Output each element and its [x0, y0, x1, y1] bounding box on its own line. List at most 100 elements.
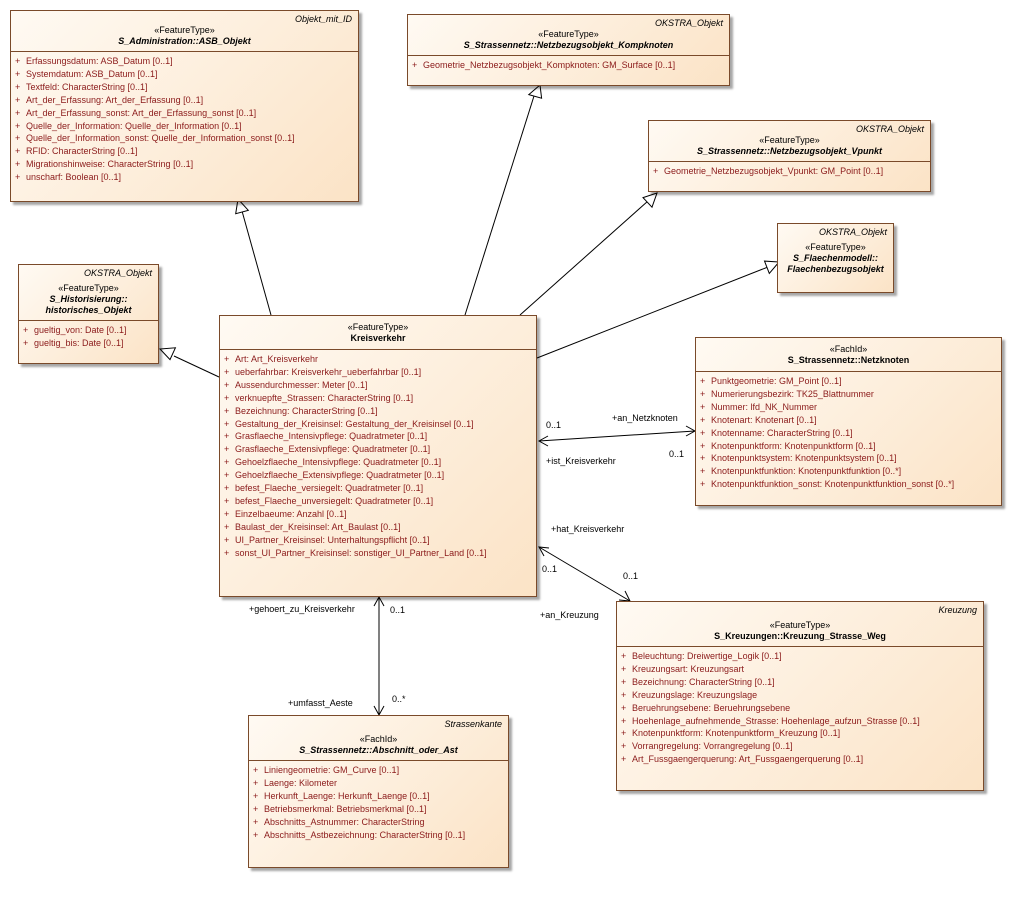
class-abschnitt-oder-ast[interactable]: Strassenkante «FachId» S_Strassennetz::A… — [248, 715, 509, 868]
attribute-row: +Grasflaeche_Intensivpflege: Quadratmete… — [224, 431, 428, 442]
attribute-row: +Quelle_der_Information: Quelle_der_Info… — [15, 120, 242, 131]
attribute-row: +Geometrie_Netzbezugsobjekt_Kompknoten: … — [412, 60, 676, 70]
parent-class-label: Kreuzung — [938, 605, 977, 615]
attribute-row: +Art_Fussgaengerquerung: Art_Fussgaenger… — [621, 754, 864, 765]
class-kreuzung-strasse-weg[interactable]: Kreuzung «FeatureType» S_Kreuzungen::Kre… — [616, 601, 984, 791]
parent-class-label: OKSTRA_Objekt — [855, 124, 924, 134]
attribute-row: +gueltig_von: Date [0..1] — [23, 325, 127, 335]
generalization-line-asb-objekt — [241, 210, 272, 316]
attribute-compartment: +Liniengeometrie: GM_Curve [0..1] +Laeng… — [249, 760, 508, 845]
association-arrowhead-netzknoten-source — [537, 435, 549, 447]
class-name: S_Kreuzungen::Kreuzung_Strasse_Weg — [714, 631, 886, 641]
class-flaechenbezugsobjekt[interactable]: OKSTRA_Objekt «FeatureType» S_Flaechenmo… — [777, 223, 894, 293]
role-label-umfasst-aeste: +umfasst_Aeste — [288, 698, 353, 708]
stereotype-label: «FeatureType» — [347, 322, 409, 332]
attribute-row: +Numerierungsbezirk: TK25_Blattnummer — [700, 388, 874, 399]
stereotype-label: «FeatureType» — [538, 29, 599, 39]
attribute-row: +Knotenart: Knotenart [0..1] — [700, 414, 817, 425]
class-name: S_Administration::ASB_Objekt — [118, 36, 251, 46]
role-label-ist-kreisverkehr: +ist_Kreisverkehr — [546, 456, 616, 466]
attribute-row: +Nummer: lfd_NK_Nummer — [700, 401, 818, 412]
role-label-an-netzknoten: +an_Netzknoten — [612, 413, 678, 423]
class-kreisverkehr[interactable]: «FeatureType» Kreisverkehr +Art: Art_Kre… — [219, 315, 537, 597]
attribute-row: +Betriebsmerkmal: Betriebsmerkmal [0..1] — [253, 803, 427, 814]
attribute-row: +Art_der_Erfassung: Art_der_Erfassung [0… — [15, 94, 204, 105]
attribute-row: +Art: Art_Kreisverkehr — [224, 354, 319, 364]
attribute-row: +Liniengeometrie: GM_Curve [0..1] — [253, 765, 400, 775]
stereotype-label: «FachId» — [829, 344, 868, 354]
generalization-arrowhead-historisch — [158, 347, 177, 361]
class-header: OKSTRA_Objekt «FeatureType» S_Flaechenmo… — [778, 224, 893, 279]
attribute-row: +Abschnitts_Astnummer: CharacterString — [253, 816, 425, 827]
class-name: S_Strassennetz::Netzknoten — [787, 355, 910, 365]
attribute-row: +Laenge: Kilometer — [253, 777, 338, 788]
generalization-line-vpunkt — [519, 200, 649, 316]
class-asb-objekt[interactable]: Objekt_mit_ID «FeatureType» S_Administra… — [10, 10, 359, 202]
class-netzbezugsobjekt-kompknoten[interactable]: OKSTRA_Objekt «FeatureType» S_Strassenne… — [407, 14, 730, 86]
class-netzknoten[interactable]: «FachId» S_Strassennetz::Netzknoten +Pun… — [695, 337, 1002, 506]
multiplicity-label-kreisverkehr-kreuzung-source: 0..1 — [542, 564, 558, 574]
attribute-row: +Migrationshinweise: CharacterString [0.… — [15, 159, 194, 170]
attribute-row: +Punktgeometrie: GM_Point [0..1] — [700, 376, 842, 386]
generalization-line-historisch — [173, 355, 220, 378]
attribute-row: +Quelle_der_Information_sonst: Quelle_de… — [15, 133, 295, 144]
class-header: «FeatureType» Kreisverkehr — [220, 316, 536, 349]
attribute-compartment: +Beleuchtung: Dreiwertige_Logik [0..1] +… — [617, 646, 983, 770]
class-name: S_Strassennetz::Abschnitt_oder_Ast — [299, 745, 458, 755]
class-name: S_Strassennetz::Netzbezugsobjekt_Vpunkt — [696, 146, 883, 156]
attribute-row: +Textfeld: CharacterString [0..1] — [15, 81, 148, 92]
attribute-row: +ueberfahrbar: Kreisverkehr_ueberfahrbar… — [224, 366, 422, 377]
attribute-compartment: +Art: Art_Kreisverkehr +ueberfahrbar: Kr… — [220, 349, 536, 564]
stereotype-label: «FeatureType» — [759, 135, 820, 145]
association-line-netzknoten — [538, 430, 696, 442]
association-line-kreuzung — [538, 546, 631, 602]
attribute-compartment: +gueltig_von: Date [0..1] +gueltig_bis: … — [19, 320, 158, 354]
attribute-row: +gueltig_bis: Date [0..1] — [23, 337, 124, 348]
attribute-compartment: +Punktgeometrie: GM_Point [0..1] +Numeri… — [696, 371, 1001, 495]
attribute-row: +Systemdatum: ASB_Datum [0..1] — [15, 68, 158, 79]
attribute-row: +Aussendurchmesser: Meter [0..1] — [224, 379, 368, 390]
class-header: Objekt_mit_ID «FeatureType» S_Administra… — [11, 11, 358, 51]
class-name: Kreisverkehr — [350, 333, 406, 343]
role-label-hat-kreisverkehr: +hat_Kreisverkehr — [551, 524, 625, 534]
stereotype-label: «FeatureType» — [154, 25, 215, 35]
generalization-arrowhead-vpunkt — [642, 192, 658, 209]
multiplicity-label-kreisverkehr-abschnitt-source: 0..1 — [390, 605, 406, 615]
attribute-row: +sonst_UI_Partner_Kreisinsel: sonstiger_… — [224, 547, 487, 558]
parent-class-label: OKSTRA_Objekt — [818, 227, 887, 237]
parent-class-label: Strassenkante — [444, 719, 502, 729]
generalization-line-kompknoten — [464, 95, 535, 316]
attribute-row: +Beruehrungsebene: Beruehrungsebene — [621, 702, 791, 713]
attribute-row: +Beleuchtung: Dreiwertige_Logik [0..1] — [621, 651, 782, 661]
attribute-row: +Knotenpunktfunktion: Knotenpunktfunktio… — [700, 466, 902, 477]
role-label-an-kreuzung: +an_Kreuzung — [540, 610, 599, 620]
multiplicity-label-kreisverkehr-abschnitt-target: 0..* — [392, 694, 406, 704]
attribute-row: +verknuepfte_Strassen: CharacterString [… — [224, 392, 414, 403]
attribute-row: +Kreuzungslage: Kreuzungslage — [621, 689, 758, 700]
class-header: «FachId» S_Strassennetz::Netzknoten — [696, 338, 1001, 371]
attribute-row: +Bezeichnung: CharacterString [0..1] — [621, 676, 775, 687]
attribute-row: +befest_Flaeche_unversiegelt: Quadratmet… — [224, 495, 434, 506]
multiplicity-label-kreisverkehr-netzknoten-target: 0..1 — [669, 449, 685, 459]
stereotype-label: «FachId» — [359, 734, 398, 744]
generalization-arrowhead-asb-objekt — [235, 197, 250, 215]
attribute-row: +befest_Flaeche_versiegelt: Quadratmeter… — [224, 483, 424, 494]
stereotype-label: «FeatureType» — [769, 620, 831, 630]
class-header: Strassenkante «FachId» S_Strassennetz::A… — [249, 716, 508, 760]
attribute-row: +Knotenpunktform: Knotenpunktform_Kreuzu… — [621, 728, 841, 739]
class-netzbezugsobjekt-vpunkt[interactable]: OKSTRA_Objekt «FeatureType» S_Strassenne… — [648, 120, 931, 192]
attribute-row: +Abschnitts_Astbezeichnung: CharacterStr… — [253, 829, 466, 840]
multiplicity-label-kreisverkehr-kreuzung-target: 0..1 — [623, 571, 639, 581]
attribute-row: +Vorrangregelung: Vorrangregelung [0..1] — [621, 741, 793, 752]
attribute-row: +Gestaltung_der_Kreisinsel: Gestaltung_d… — [224, 418, 474, 429]
generalization-line-flaechen — [536, 266, 769, 359]
multiplicity-label-kreisverkehr-netzknoten-source: 0..1 — [546, 420, 562, 430]
class-name-line-1: S_Flaechenmodell:: — [792, 253, 879, 263]
attribute-row: +Erfassungsdatum: ASB_Datum [0..1] — [15, 56, 173, 66]
attribute-row: +unscharf: Boolean [0..1] — [15, 172, 122, 183]
attribute-row: +Bezeichnung: CharacterString [0..1] — [224, 405, 378, 416]
attribute-row: +RFID: CharacterString [0..1] — [15, 146, 138, 157]
class-historisches-objekt[interactable]: OKSTRA_Objekt «FeatureType» S_Historisie… — [18, 264, 159, 364]
class-name-line-2: Flaechenbezugsobjekt — [787, 264, 884, 274]
attribute-row: +Herkunft_Laenge: Herkunft_Laenge [0..1] — [253, 790, 430, 801]
